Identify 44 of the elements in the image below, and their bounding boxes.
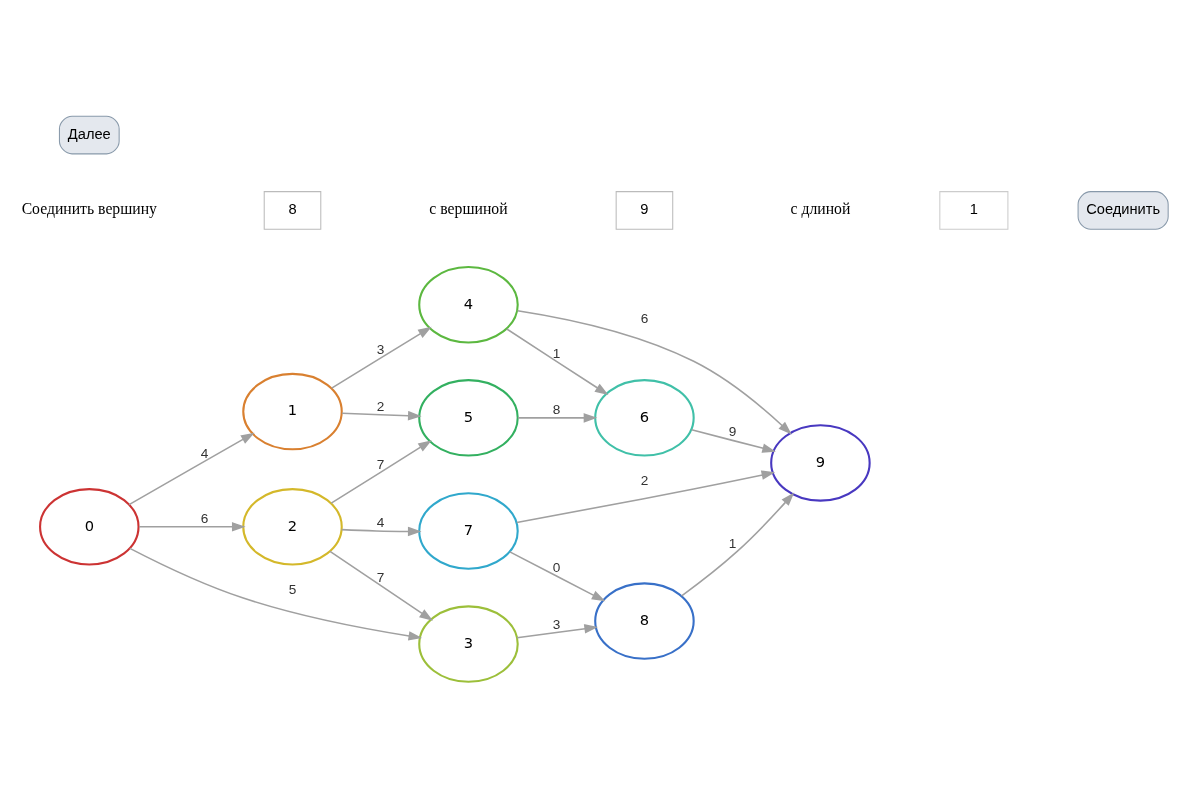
arrow (330, 439, 432, 504)
label: с вершиной (429, 199, 508, 217)
arrow (329, 550, 433, 621)
arrow (516, 309, 792, 434)
label: 8 (288, 200, 297, 217)
edge-label: 1 (552, 345, 561, 361)
arrow (509, 550, 606, 601)
edge-label: 8 (552, 401, 561, 417)
arrow (128, 432, 255, 505)
label: Соединить вершину (21, 199, 157, 217)
label: с длиной (790, 199, 851, 217)
edge-label: 0 (552, 559, 561, 575)
arrow (680, 491, 795, 597)
edge-label: 7 (376, 456, 385, 472)
arrow (506, 327, 609, 395)
edge-label: 6 (200, 510, 209, 526)
edge-label: 4 (200, 445, 209, 461)
label: Далее (67, 125, 111, 142)
node-ellipse: 2 (242, 487, 343, 566)
edge-label: 2 (640, 472, 649, 488)
node-ellipse: 8 (594, 581, 695, 660)
arrow (517, 412, 598, 423)
arrow (516, 623, 598, 639)
edge-label: 2 (376, 398, 385, 414)
arrow (330, 326, 432, 389)
edge-label: 3 (552, 616, 561, 632)
node-ellipse: 7 (418, 491, 519, 570)
arrow (690, 428, 776, 453)
arrow (129, 547, 423, 641)
label: 9 (640, 200, 649, 217)
node-ellipse: 0 (39, 487, 140, 566)
arrow (138, 521, 246, 532)
edge-label: 5 (288, 581, 297, 597)
edge-label: 6 (640, 310, 649, 326)
label: 1 (969, 200, 978, 217)
arrow (341, 410, 422, 420)
edge-label: 4 (376, 514, 385, 530)
edge-label: 1 (728, 535, 737, 551)
edge-label: 9 (728, 423, 737, 439)
edge-label: 7 (376, 569, 385, 585)
arrow (340, 526, 422, 536)
label: Соединить (1086, 200, 1161, 217)
edge-label: 3 (376, 341, 385, 357)
arrow (516, 469, 776, 523)
